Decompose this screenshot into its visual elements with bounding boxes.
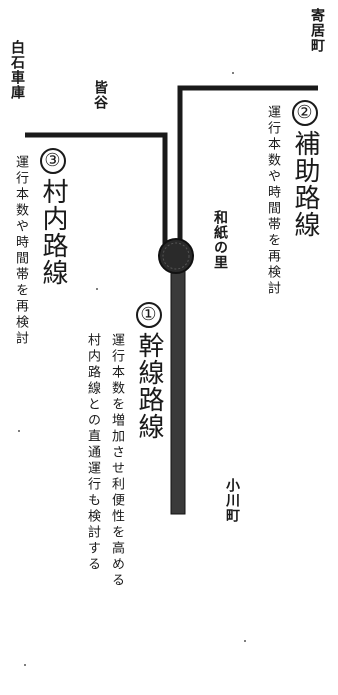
auxiliary-route-line xyxy=(177,85,318,250)
route-trunk-title: ① 幹線路線 xyxy=(134,302,164,440)
station-shiroishi: 白石車庫 xyxy=(9,40,25,100)
route-number-2: ② xyxy=(292,100,318,126)
route-village-note: 運行本数や時間帯を再検討 xyxy=(13,155,28,347)
hub-washi-no-sato xyxy=(158,238,194,274)
route-trunk-name: 幹線路線 xyxy=(134,332,164,440)
station-yoriimachi: 寄居町 xyxy=(309,8,325,53)
speck xyxy=(24,664,26,666)
route-auxiliary-title: ② 補助路線 xyxy=(290,100,320,238)
station-washi-no-sato: 和紙の里 xyxy=(212,210,228,270)
station-ogawamachi: 小川町 xyxy=(224,478,240,523)
speck xyxy=(18,430,20,432)
route-trunk-note-2: 村内路線との直通運行も検討する xyxy=(85,333,100,573)
route-number-1: ① xyxy=(136,302,162,328)
route-number-3: ③ xyxy=(40,148,66,174)
route-trunk-note-1: 運行本数を増加させ利便性を高める xyxy=(109,333,124,589)
route-village-name: 村内路線 xyxy=(38,178,68,286)
speck xyxy=(96,288,98,290)
route-auxiliary-name: 補助路線 xyxy=(290,130,320,238)
route-auxiliary-note: 運行本数や時間帯を再検討 xyxy=(265,105,280,297)
route-village-title: ③ 村内路線 xyxy=(38,148,68,286)
station-kaiya: 皆谷 xyxy=(92,80,108,110)
village-route-line xyxy=(25,132,168,250)
speck xyxy=(232,72,234,74)
speck xyxy=(244,640,246,642)
trunk-route-line xyxy=(171,262,185,514)
